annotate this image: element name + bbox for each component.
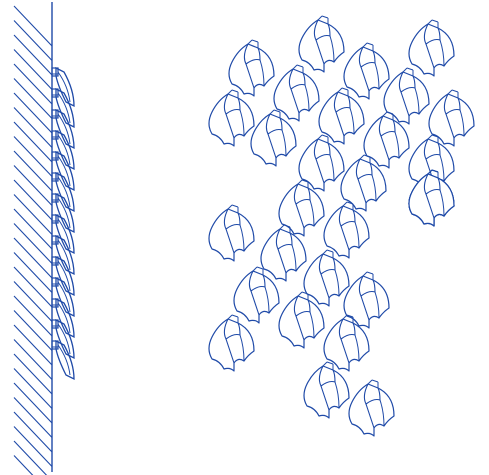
hatch-line [13, 397, 53, 438]
hatch-line [13, 310, 53, 351]
hatch-line [13, 63, 53, 105]
folded-unit [51, 66, 75, 108]
shell-tile [323, 314, 370, 372]
hatch-line [13, 411, 53, 453]
hatch-line [13, 121, 53, 163]
hatch-line [13, 440, 48, 475]
shell-tile [318, 87, 365, 145]
shell-tile [343, 271, 390, 329]
hatch-line [13, 455, 34, 475]
shell-tile [233, 266, 280, 324]
hatch-line [13, 295, 53, 337]
shell-tile [408, 169, 455, 227]
hatch-line [13, 223, 53, 264]
hatch-line [13, 353, 53, 395]
shell-tile [208, 204, 255, 262]
hatch-line [13, 208, 53, 250]
hatch-line [13, 426, 53, 467]
shell-tile [383, 67, 430, 125]
shell-tile [250, 109, 297, 167]
left-panel [13, 2, 75, 475]
shell-tile [208, 314, 255, 372]
folded-unit [51, 234, 75, 276]
hatch-line [13, 107, 53, 148]
folded-unit [51, 129, 75, 171]
folded-unit [51, 213, 75, 255]
folded-unit [51, 150, 75, 192]
right-panel [208, 15, 475, 437]
hatch-line [13, 34, 53, 76]
shell-tile [228, 39, 275, 97]
hatch-line [13, 266, 53, 308]
shell-tile [340, 154, 387, 212]
hatch-line [13, 237, 53, 279]
hatch-line [13, 368, 53, 409]
shell-tile [298, 15, 345, 73]
shell-tile [323, 201, 370, 259]
shell-tile [260, 224, 307, 282]
hatch-line [13, 324, 53, 366]
folded-unit [51, 108, 75, 150]
folded-unit [51, 171, 75, 213]
folded-units [51, 66, 75, 381]
hatch-line [13, 150, 53, 192]
folded-unit [51, 87, 75, 129]
folded-unit [51, 255, 75, 297]
hatch-line [13, 92, 53, 134]
shell-tile [278, 179, 325, 237]
shell-tile [303, 249, 350, 307]
hatch-line [13, 252, 53, 293]
folded-unit [51, 339, 75, 381]
folded-unit [51, 276, 75, 318]
folded-unit [51, 192, 75, 234]
shell-tile [303, 361, 350, 419]
shell-tile [408, 19, 455, 77]
hatch-line [13, 78, 53, 119]
hatch-line [13, 179, 53, 221]
hatch-line [13, 165, 53, 206]
folded-unit [51, 297, 75, 339]
shell-tile [363, 111, 410, 169]
shell-tile [298, 134, 345, 192]
hatch-line [13, 194, 53, 235]
shell-tile [428, 89, 475, 147]
shell-tile [208, 89, 255, 147]
hatch-line [13, 382, 53, 424]
hatch-line [13, 49, 53, 90]
hatch-line [13, 339, 53, 380]
hatch-line [13, 281, 53, 322]
shell-tile [278, 291, 325, 349]
hatch-line [13, 20, 53, 61]
wall-hatching [13, 5, 53, 475]
shell-tile [348, 379, 395, 437]
shell-tile [273, 64, 320, 122]
folded-unit [51, 318, 75, 360]
hatch-line [13, 136, 53, 177]
shell-tile [343, 42, 390, 100]
hatch-line [13, 5, 53, 47]
